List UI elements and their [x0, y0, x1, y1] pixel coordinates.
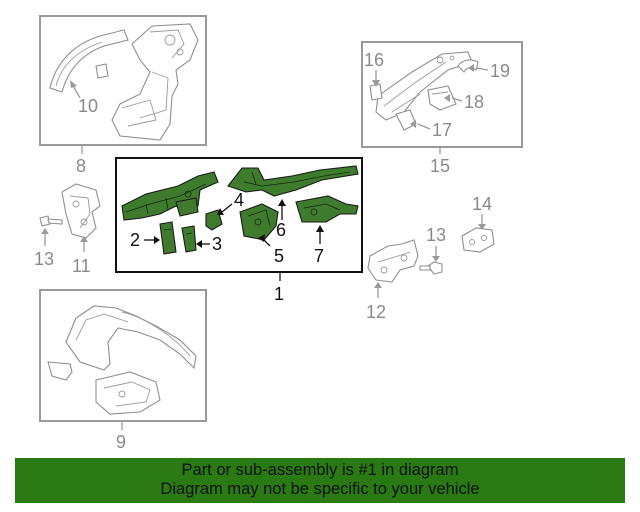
- group-8-box: [39, 15, 207, 146]
- part-rail-assembly[interactable]: [121, 171, 219, 221]
- bolt-13-left[interactable]: [39, 215, 63, 227]
- callout-15: 15: [430, 156, 450, 176]
- part-18[interactable]: [427, 85, 457, 111]
- callout-17: 17: [432, 120, 452, 140]
- callout-6: 6: [276, 220, 286, 240]
- callout-10: 10: [78, 96, 98, 116]
- part-3[interactable]: [181, 225, 197, 253]
- part-wheelhouse-lower[interactable]: [95, 371, 161, 415]
- info-banner: Part or sub-assembly is #1 in diagram Di…: [15, 458, 625, 503]
- callout-4: 4: [234, 190, 244, 210]
- callout-9: 9: [116, 432, 126, 452]
- banner-line-1: Part or sub-assembly is #1 in diagram: [181, 461, 459, 479]
- part-rail-upper[interactable]: [375, 51, 473, 121]
- callout-19: 19: [490, 61, 510, 81]
- part-7[interactable]: [295, 195, 359, 223]
- callout-13-left: 13: [34, 249, 54, 269]
- part-wheelhouse[interactable]: [65, 305, 197, 371]
- callout-7: 7: [314, 246, 324, 266]
- bolt-13-right[interactable]: [419, 261, 443, 275]
- callout-2: 2: [130, 230, 140, 250]
- apron-panel-upper[interactable]: [111, 23, 199, 141]
- callout-8: 8: [76, 156, 86, 176]
- callout-16: 16: [364, 50, 384, 70]
- callout-11: 11: [72, 256, 91, 276]
- part-2[interactable]: [159, 221, 177, 255]
- part-5[interactable]: [239, 203, 279, 241]
- callout-3: 3: [212, 234, 222, 254]
- part-17[interactable]: [395, 109, 417, 131]
- callout-14: 14: [472, 194, 492, 214]
- callout-1: 1: [274, 284, 284, 304]
- banner-line-2: Diagram may not be specific to your vehi…: [160, 480, 480, 498]
- part-11-bracket[interactable]: [61, 183, 101, 239]
- group-1-box: [115, 157, 363, 273]
- group-9-box: [39, 289, 207, 422]
- callout-5: 5: [274, 246, 284, 266]
- part-19[interactable]: [457, 59, 479, 73]
- group-15-box: [361, 41, 523, 148]
- callout-18: 18: [464, 92, 484, 112]
- part-10-arch[interactable]: [49, 29, 129, 93]
- part-12-bracket[interactable]: [367, 239, 419, 283]
- callout-13-right: 13: [426, 225, 446, 245]
- part-14-bracket[interactable]: [461, 227, 495, 253]
- callout-12: 12: [366, 302, 386, 322]
- part-6[interactable]: [227, 165, 359, 197]
